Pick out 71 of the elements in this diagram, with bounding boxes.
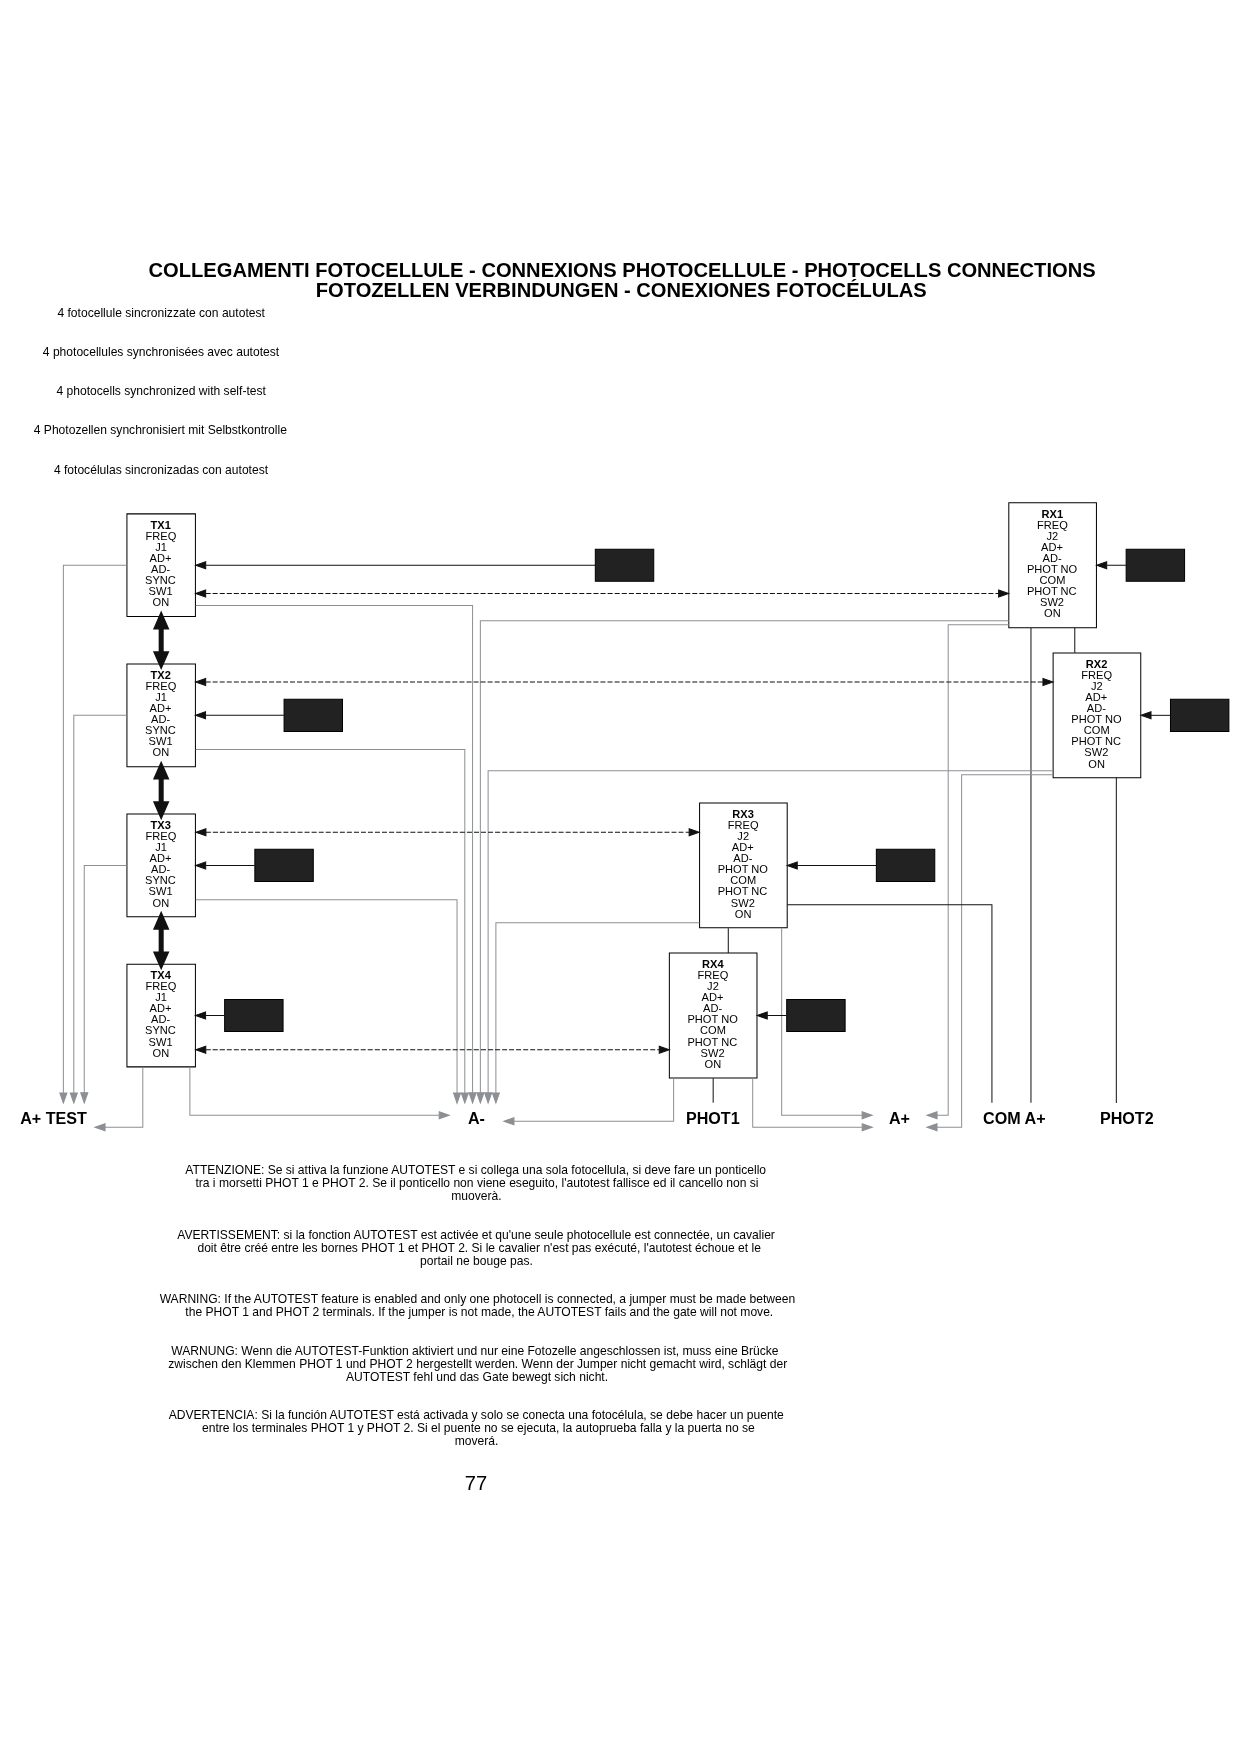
arrow <box>194 677 1055 687</box>
arrow <box>195 605 477 1105</box>
arrow <box>476 620 1010 1105</box>
connector <box>727 927 729 954</box>
arrow <box>483 770 1054 1105</box>
arrow <box>491 922 700 1105</box>
node-box: RX4 FREQ J2 AD+ AD- PHOT NO COM PHOT NC SW2 ON <box>668 952 758 1079</box>
arrow <box>69 714 128 1105</box>
arrow <box>189 1066 451 1120</box>
label: 4 fotocellule sincronizzate con autotest <box>57 305 265 320</box>
label: ATTENZIONE: Se si attiva la funzione AUTOTEST e si collega una sola fotocellula, si deve fare un ponticello tra i morsetti PHOT 1 e PHOT 2. Se il ponticello non viene eseguito, l'autotest fallisce ed il cancello non si muoverà. <box>185 1163 767 1204</box>
label: WARNUNG: Wenn die AUTOTEST-Funktion aktiviert und nur eine Fotozelle angeschlossen ist, muss eine Brücke zwischen den Klemmen PHOT 1 und PHOT 2 hergestellt werden. Wenn der Jumper nicht gemacht wird, schlägt der AUTOTEST fehl und das Gate bewegt sich nicht. <box>168 1343 788 1384</box>
label: 4 photocellules synchronisées avec autotest <box>42 344 280 359</box>
arrow <box>502 1077 675 1126</box>
arrow <box>194 827 701 837</box>
arrow <box>781 927 874 1120</box>
node-box: TX3 FREQ J1 AD+ AD- SYNC SW1 ON <box>126 813 196 918</box>
arrow <box>755 1011 787 1020</box>
arrow <box>1139 711 1171 720</box>
label: 4 photocells synchronized with self-test <box>56 384 266 399</box>
node-box: TX2 FREQ J1 AD+ AD- SYNC SW1 ON <box>126 663 196 768</box>
diagram-title: COLLEGAMENTI FOTOCELLULE - CONNEXIONS PHOTOCELLULE - PHOTOCELLS CONNECTIONS FOTOZELLEN VERBINDUNGEN - CONEXIONES FOTOCÉLULAS <box>148 259 1096 302</box>
connector <box>1115 777 1117 1104</box>
arrow <box>59 564 128 1105</box>
node-box <box>786 998 846 1033</box>
node-text: A+ <box>888 1109 910 1128</box>
arrow <box>152 760 170 821</box>
connector <box>1030 627 1032 1104</box>
node-text: A- <box>467 1109 485 1128</box>
arrow <box>1095 561 1127 570</box>
node-box: RX1 FREQ J2 AD+ AD- PHOT NO COM PHOT NC SW2 ON <box>1008 502 1097 629</box>
node-text: A+ TEST <box>20 1109 87 1128</box>
node-box <box>283 698 343 732</box>
arrow <box>194 861 256 870</box>
label: WARNING: If the AUTOTEST feature is enabled and only one photocell is connected, a jumper must be made between the PHOT 1 and PHOT 2 terminals. If the jumper is not made, the AUTOTEST fails and the gate will not move. <box>159 1292 796 1320</box>
arrow <box>195 749 470 1105</box>
arrow <box>194 589 1011 598</box>
arrow <box>80 864 128 1105</box>
arrow <box>93 1066 144 1132</box>
arrow <box>152 910 170 971</box>
connector <box>712 1077 714 1104</box>
node-box <box>875 848 936 883</box>
label: 4 fotocélulas sincronizadas con autotest <box>53 462 269 477</box>
connector <box>1074 627 1076 654</box>
label: AVERTISSEMENT: si la fonction AUTOTEST est activée et qu'une seule photocellule est connectée, un cavalier doit être créé entre les bornes PHOT 1 et PHOT 2. Si le cavalier n'est pas exécuté, l'autotest échoue et le portail ne bouge pas. <box>177 1227 775 1268</box>
node-box <box>1125 548 1186 582</box>
node-box <box>254 848 314 883</box>
arrow <box>195 899 462 1105</box>
node-text: COM A+ <box>983 1109 1046 1128</box>
label: ADVERTENCIA: Si la función AUTOTEST está activada y solo se conecta una fotocélula, se debe hacer un puente entre los terminales PHOT 1 y PHOT 2. Si el puente no se ejecuta, la autoprueba falla y la puerta no se moverá. <box>168 1408 784 1449</box>
arrow <box>785 861 877 870</box>
node-box: TX4 FREQ J1 AD+ AD- SYNC SW1 ON <box>126 963 196 1068</box>
label: 77 <box>464 1471 488 1494</box>
arrow <box>194 1045 671 1054</box>
arrow <box>752 1077 874 1132</box>
arrow <box>194 561 596 570</box>
node-text: PHOT2 <box>1099 1109 1154 1128</box>
connector <box>786 904 993 1104</box>
node-box: TX1 FREQ J1 AD+ AD- SYNC SW1 ON <box>126 513 196 618</box>
label: 4 Photozellen synchronisiert mit Selbstkontrolle <box>33 423 287 438</box>
node-box: RX3 FREQ J2 AD+ AD- PHOT NO COM PHOT NC SW2 ON <box>699 802 788 929</box>
node-box <box>594 548 655 582</box>
node-box <box>224 998 284 1033</box>
node-box: RX2 FREQ J2 AD+ AD- PHOT NO COM PHOT NC SW2 ON <box>1052 652 1142 779</box>
arrow <box>925 624 1010 1120</box>
node-text: PHOT1 <box>685 1109 740 1128</box>
node-box <box>1169 698 1230 732</box>
arrow <box>193 711 285 720</box>
arrow <box>152 610 170 671</box>
arrow <box>193 1011 226 1020</box>
arrow <box>925 774 1054 1132</box>
